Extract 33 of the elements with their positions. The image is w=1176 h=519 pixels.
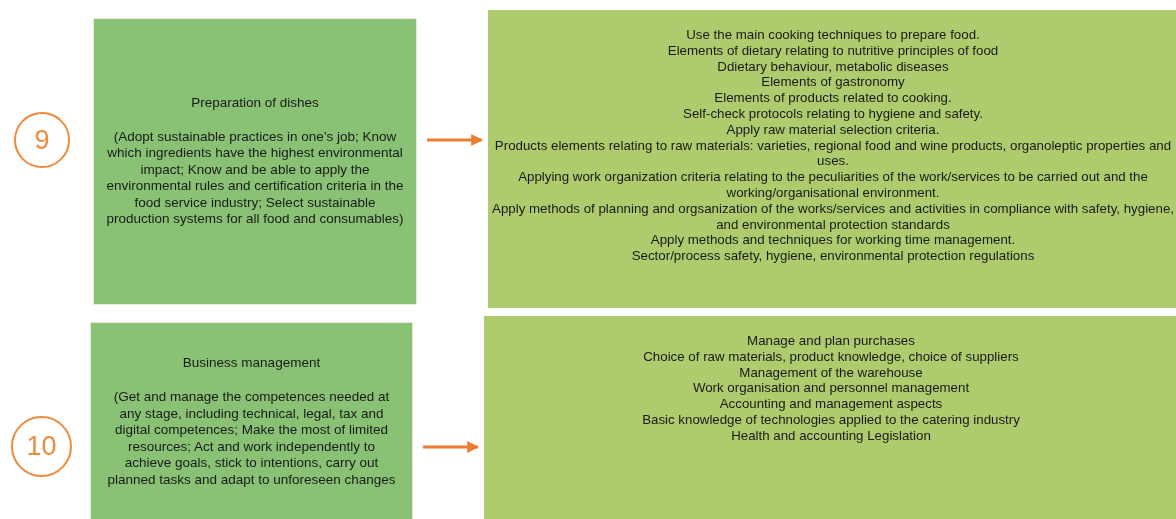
skill-item: Elements of products related to cooking. <box>714 90 952 106</box>
skill-item: Accounting and management aspects <box>719 396 943 412</box>
arrow <box>427 134 484 146</box>
skill-item: Elements of dietary relating to nutritive principles of food <box>667 42 999 59</box>
skill-item: Apply methods of planning and orgsanization of the works/services and activities in compliance with safety, hygiene, and environmental protection standards <box>492 200 1174 233</box>
skill-item: Products elements relating to raw materials: varieties, regional food and wine products, organoleptic properties and uses. <box>493 137 1173 170</box>
competence-box <box>93 18 417 305</box>
skill-item: Sector/process safety, hygiene, environmental protection regulations <box>631 248 1035 264</box>
competence-box <box>90 322 413 519</box>
step-number: 9 <box>34 124 50 156</box>
skills-list-box <box>484 316 1176 519</box>
skill-item: Elements of gastronomy <box>761 74 905 91</box>
skill-item: Basic knowledge of technologies applied to the catering industry <box>642 412 1020 428</box>
skill-item: Ddietary behaviour, metabolic diseases <box>717 58 949 75</box>
skill-item: Self-check protocols relating to hygiene and safety. <box>683 106 983 122</box>
skill-item: Management of the warehouse <box>739 364 923 381</box>
skills-list-box <box>488 10 1176 308</box>
step-number-circle <box>14 112 70 168</box>
skill-item: Choice of raw materials, product knowledge, choice of suppliers <box>643 348 1019 365</box>
skill-item: Work organisation and personnel management <box>692 380 970 397</box>
box-heading: Preparation of dishes <box>191 94 319 112</box>
skill-item: Manage and plan purchases <box>747 333 915 349</box>
skill-item: Use the main cooking techniques to prepare food. <box>686 27 980 43</box>
skill-item: Apply methods and techniques for working time management. <box>650 232 1016 249</box>
skill-item: Apply raw material selection criteria. <box>726 121 940 138</box>
skill-item: Applying work organization criteria relating to the peculiarities of the work/services to be carried out and the working/organisational environment. <box>517 169 1149 201</box>
skill-item: Health and accounting Legislation <box>731 427 931 444</box>
step-number: 10 <box>26 431 57 462</box>
box-heading: Business management <box>182 355 321 372</box>
box-description: (Get and manage the competences needed at any stage, including technical, legal, tax and digital competences; Make the most of limited resources; Act and work independently to achieve goals, stick to intentions, carry out planned tasks and adapt to unforeseen changes <box>106 389 397 489</box>
arrow <box>423 441 480 453</box>
step-number-circle <box>11 416 72 477</box>
box-description: (Adopt sustainable practices in one’s job; Know which ingredients have the highest environmental impact; Know and be able to apply the environmental rules and certification criteria in the food service industry; Select sustainable production systems for all food and consumables) <box>106 128 404 229</box>
